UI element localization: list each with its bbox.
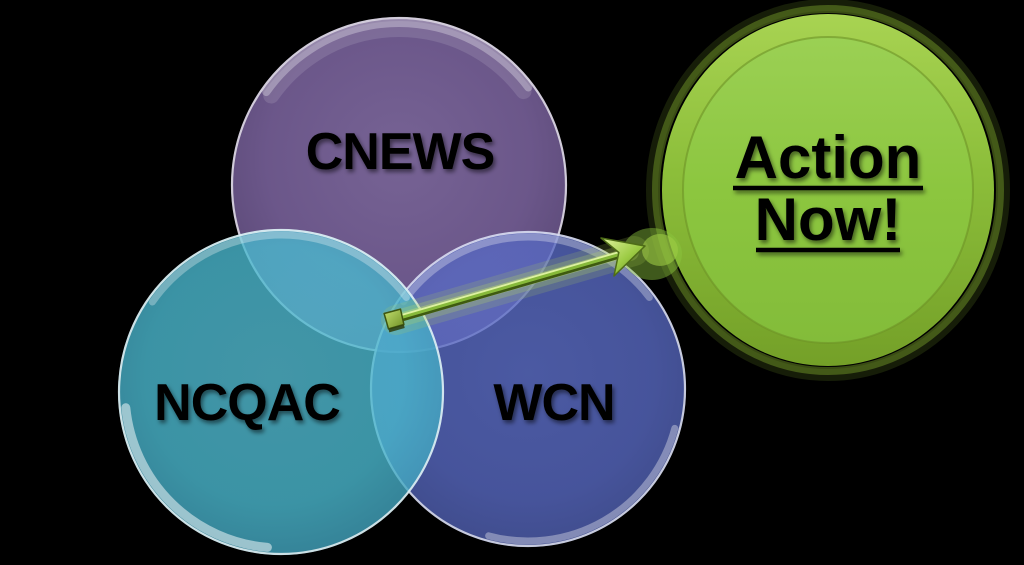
ncqac-circle-rim [117,228,445,556]
ncqac-bottom-gloss-arc [120,231,442,553]
arrow-head [600,237,646,277]
ncqac-gloss-arc [120,231,442,553]
wcn-label: WCN [493,374,614,432]
ncqac-circle-fill [118,229,444,555]
action-bubble: Action Now! [646,0,1010,381]
venn-circle-ncqac [117,228,445,556]
arrow-shaft-highlight [397,250,621,317]
cnews-label: CNEWS [306,123,495,181]
arrow-tail-cap-shade [388,324,405,333]
arrow-shaft [397,251,622,320]
cnews-gloss-arc [233,19,565,351]
arrow-shaft-shadow [397,253,623,323]
wcn-circle-fill [370,231,686,547]
ncqac-label: NCQAC [154,374,340,432]
venn-labels: CNEWS NCQAC WCN [154,123,615,432]
action-arrow [381,228,682,335]
action-bubble-outer-glow-soft [646,0,1010,381]
wcn-bottom-gloss-arc [372,233,684,545]
action-label-line1: Action [735,124,922,191]
cnews-gloss-soft [235,21,563,349]
action-bubble-text: Action Now! [733,124,923,253]
arrow-head-glow-inner [642,234,678,266]
action-bubble-outer-glow [652,5,1004,375]
action-label-line2: Now! [755,186,902,253]
action-bubble-inner-crease [682,36,974,344]
